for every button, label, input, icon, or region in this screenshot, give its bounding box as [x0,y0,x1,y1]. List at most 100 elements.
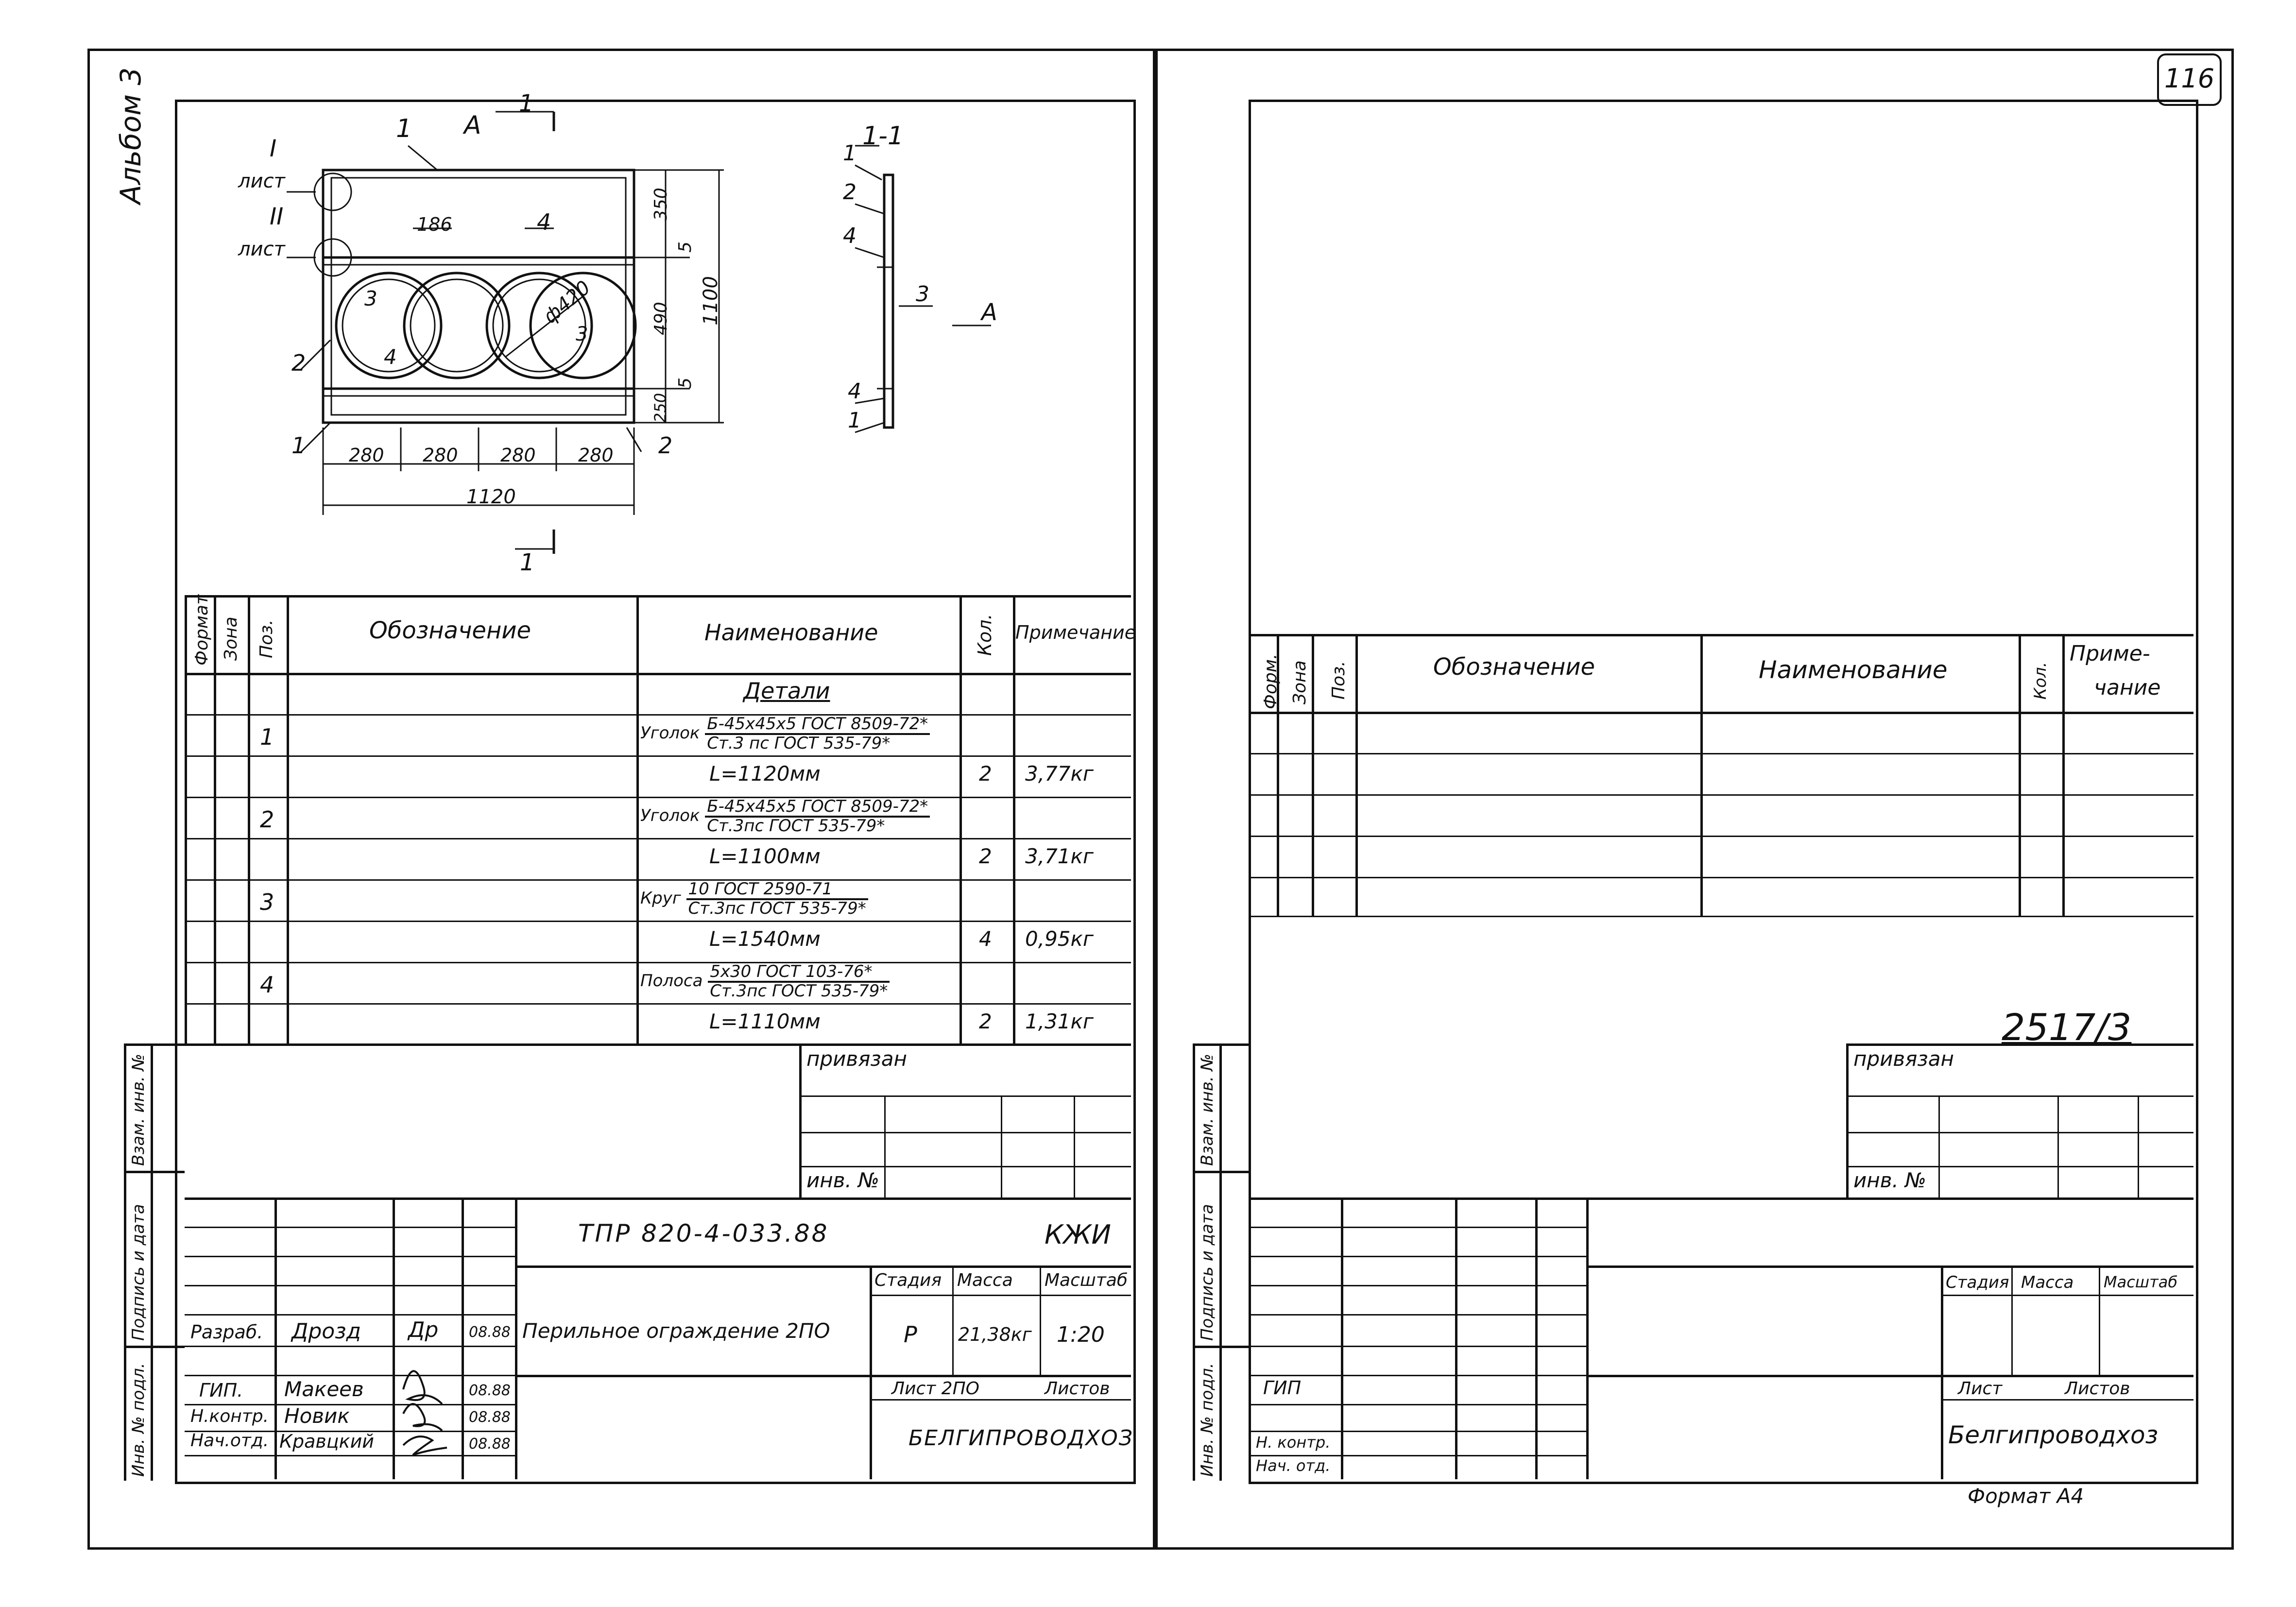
pos1-bottom: 1 [291,432,306,459]
right-doc-number: 2517/3 [2002,1006,2132,1049]
dim-280-4: 280 [578,444,614,466]
spec-h-note: Примечание [1015,622,1136,643]
row4-pos: 4 [260,972,274,998]
rspec-h-format: Форм. [1261,653,1281,709]
dim-280-2: 280 [423,444,458,466]
dim-5a: 5 [675,241,695,253]
sec-pos2: 2 [843,180,857,205]
row2-name: Уголок Б-45х45х5 ГОСТ 8509-72*Ст.3пс ГОС… [640,798,930,835]
pos3-right: 3 [576,323,588,345]
doc-code: ТПР 820-4-033.88 [578,1219,829,1248]
row4-note: 1,31кг [1025,1009,1094,1033]
org-name: БЕЛГИПРОВОДХОЗ [908,1426,1133,1451]
dim-186: 186 [417,214,452,235]
pos3-label: 3 [364,287,377,310]
row4-length: L=1110мм [709,1009,821,1033]
pos2-right: 2 [658,432,673,459]
view-mark-a: A [464,111,481,140]
spec-h-name: Наименование [704,619,878,646]
page-number: 116 [2164,63,2215,94]
row3-note: 0,95кг [1025,927,1094,951]
stage-value: Р [904,1321,917,1348]
r-stage-header: Стадия [1946,1273,2009,1292]
person3-role: Н.контр. [190,1406,269,1426]
right-drawing-frame [1249,100,2198,1484]
dim-5b: 5 [675,377,695,389]
dim-1120: 1120 [466,486,516,508]
sheet-ii-label: лист [238,238,285,260]
right-inv-no: инв. № [1853,1168,1926,1192]
section-mark-top: 1 [519,90,534,117]
r-scale-header: Масштаб [2104,1273,2178,1291]
railing-drawing [287,111,991,554]
spec-h-designation: Обозначение [369,617,531,644]
r-role-nkontr: Н. контр. [1256,1433,1331,1452]
row1-qty: 2 [979,762,992,786]
left-drawing-frame [175,100,1136,1484]
row3-pos: 3 [260,889,274,915]
row2-qty: 2 [979,844,992,868]
sec-view-a: A [981,299,997,326]
format-label: Формат А4 [1968,1484,2084,1508]
pos2-left: 2 [291,350,306,376]
row1-note: 3,77кг [1025,762,1094,786]
dim-280-3: 280 [500,444,536,466]
page-number-box [2157,53,2222,106]
person2-name: Макеев [284,1377,364,1401]
rspec-h-pos: Поз. [1329,661,1349,700]
person2-date: 08.88 [469,1382,511,1399]
person4-date: 08.88 [469,1436,511,1453]
left-sheet-frame [87,49,1155,1550]
scale-value: 1:20 [1057,1322,1105,1347]
dim-490: 490 [651,302,671,335]
dim-1100: 1100 [700,276,722,325]
person3-name: Новик [284,1404,350,1428]
row1-pos: 1 [260,724,274,750]
r-role-gip: ГИП [1263,1377,1302,1399]
row1-name: Уголок Б-45х45х5 ГОСТ 8509-72*Ст.3 пс ГО… [640,715,930,752]
r-mass-header: Масса [2021,1273,2074,1292]
sheets-label: Листов [1045,1379,1110,1399]
right-side-podpis: Подпись и дата [1198,1204,1217,1341]
scale-header: Масштаб [1045,1270,1128,1290]
sheet-i-label: лист [238,170,285,192]
row4-name: Полоса 5х30 ГОСТ 103-76*Ст.3пс ГОСТ 535-… [640,963,890,1000]
row1-length: L=1120мм [709,762,821,786]
signatures [402,1370,447,1456]
sheet-ii-mark: II [270,203,284,230]
section-title: 1-1 [862,121,904,151]
sheet-i-mark: I [270,135,277,162]
rspec-h-zone: Зона [1290,660,1310,704]
mass-header: Масса [957,1270,1013,1290]
sec-pos3: 3 [916,282,929,307]
dim-350: 350 [651,188,671,221]
rspec-h-note2: чание [2094,675,2161,700]
right-side-inv: Инв. № подл. [1198,1363,1217,1477]
doc-mark: КЖИ [1045,1219,1111,1250]
row2-note: 3,71кг [1025,844,1094,868]
pos4-mid: 4 [384,345,397,369]
row4-qty: 2 [979,1009,992,1033]
stage-header: Стадия [874,1270,942,1290]
pos4-top: 4 [537,209,551,235]
row3-qty: 4 [979,927,992,951]
person1-date: 08.88 [469,1324,511,1341]
sec-pos4: 4 [843,223,857,248]
left-privyazan: привязан [806,1047,907,1071]
rspec-h-qty: Кол. [2031,662,2050,700]
right-side-vzam: Взам. инв. № [1198,1054,1217,1166]
spec-h-qty: Кол. [974,614,995,656]
person1-role: Разраб. [190,1321,263,1343]
r-sheet-label: Лист [1958,1379,2003,1399]
rspec-h-designation: Обозначение [1433,653,1595,681]
sec-pos4b: 4 [848,379,861,404]
person3-date: 08.88 [469,1409,511,1426]
r-sheets-label: Листов [2065,1379,2130,1399]
person4-role: Нач.отд. [190,1431,269,1451]
r-org-name: Белгипроводхоз [1948,1421,2159,1449]
dim-250: 250 [651,393,669,423]
drawing-title: Перильное ограждение 2ПО [522,1319,830,1343]
dim-280-1: 280 [349,444,384,466]
left-inv-no: инв. № [806,1168,879,1192]
